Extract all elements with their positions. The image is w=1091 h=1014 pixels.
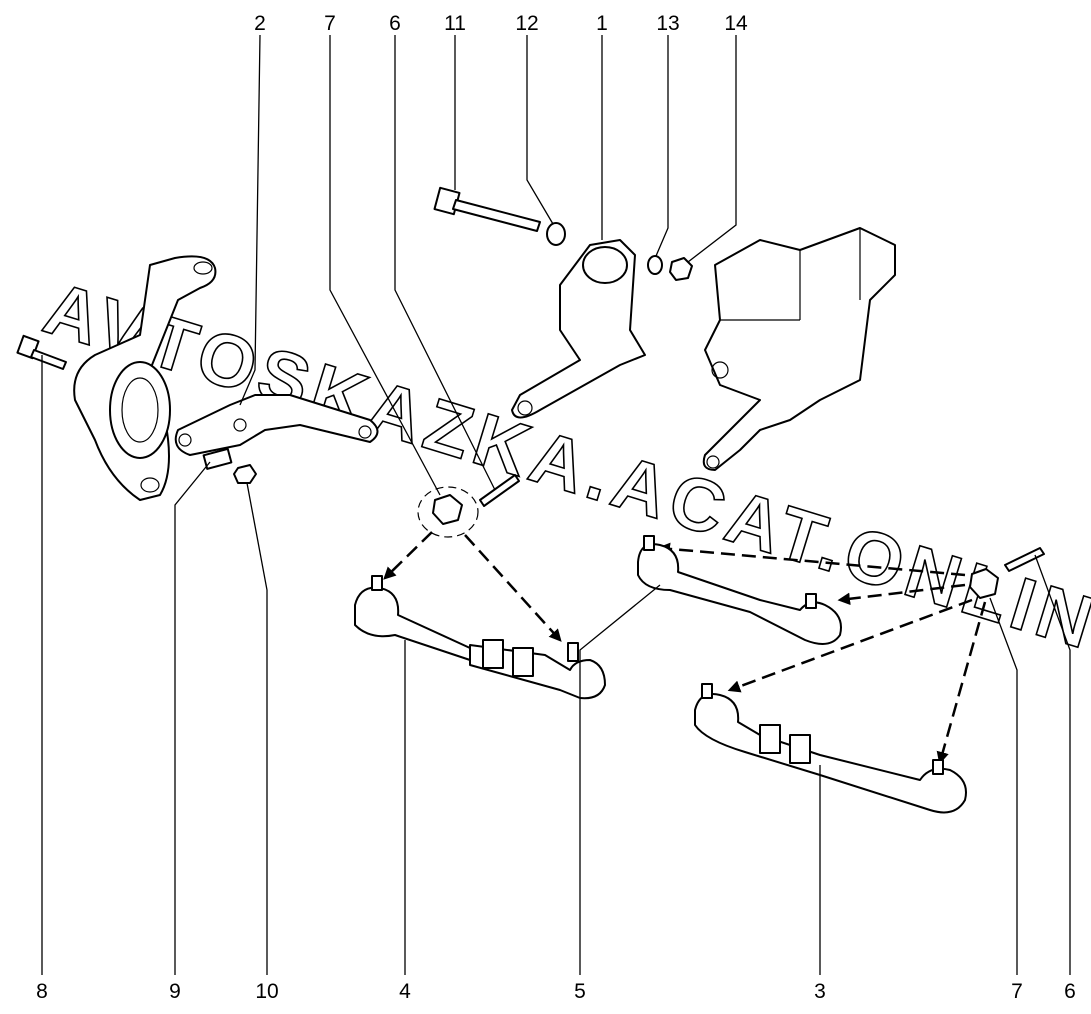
callout-9: 9: [169, 980, 181, 1003]
callout-2: 2: [254, 12, 266, 35]
callout-12: 12: [515, 12, 538, 35]
nut-10: [233, 464, 257, 484]
callout-5: 5: [574, 980, 586, 1003]
steering-knuckle: [73, 255, 217, 501]
washer-12: [546, 222, 566, 246]
callout-7-bottom: 7: [1011, 980, 1023, 1003]
nut-14: [669, 257, 693, 281]
washer-13: [647, 255, 663, 275]
castle-nut-left: [432, 494, 463, 525]
lock-plate: [202, 447, 233, 470]
castle-nut-right: [969, 568, 999, 599]
callout-4: 4: [399, 980, 411, 1003]
callout-7: 7: [324, 12, 336, 35]
callout-8: 8: [36, 980, 48, 1003]
tie-rod-3: [694, 683, 967, 814]
idler-arm-bracket: [511, 239, 646, 419]
callout-13: 13: [656, 12, 679, 35]
leader-lines: [41, 34, 1071, 975]
callout-1: 1: [596, 12, 608, 35]
tie-rod-4: [354, 575, 606, 700]
callout-10: 10: [255, 980, 278, 1003]
cotter-pin-left: [479, 474, 520, 507]
callout-6: 6: [389, 12, 401, 35]
bolt-8: [16, 334, 67, 370]
bolt-11: [433, 186, 541, 232]
cotter-pin-right: [1004, 547, 1045, 572]
tie-rod-5: [637, 535, 842, 645]
steering-arm: [174, 394, 379, 456]
callout-11: 11: [444, 12, 466, 35]
callout-6-bottom: 6: [1064, 980, 1076, 1003]
dashed-circle: [417, 486, 479, 538]
callout-14: 14: [724, 12, 748, 35]
callout-3: 3: [814, 980, 826, 1003]
steering-gear-box: [702, 227, 896, 471]
